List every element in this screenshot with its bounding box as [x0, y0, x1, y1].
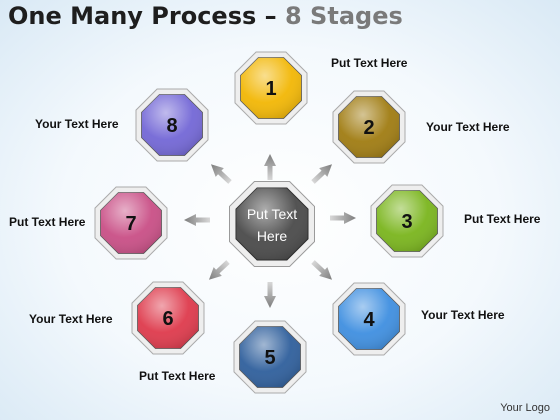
stage-6-shine — [137, 287, 199, 349]
stage-8-number: 8 — [166, 115, 177, 137]
stage-1: 1 — [234, 51, 308, 125]
center-octagon-shine — [236, 188, 308, 260]
stage-1-shine — [240, 57, 302, 119]
title-main: One Many Process – — [8, 2, 277, 30]
stage-2-number: 2 — [363, 117, 374, 139]
logo-text: Your Logo — [500, 402, 550, 414]
stage-3-shine — [376, 190, 438, 252]
stage-3-number: 3 — [401, 211, 412, 233]
arrow-to-stage-5 — [264, 282, 276, 308]
stage-4-shine — [338, 288, 400, 350]
stage-7: 7 — [94, 186, 168, 260]
stage-5-shine — [239, 326, 301, 388]
arrow-to-stage-4 — [311, 260, 333, 280]
title-sub: 8 Stages — [285, 2, 403, 30]
stage-8: 8 — [135, 88, 209, 162]
stage-2-shine — [338, 96, 400, 158]
stage-7-number: 7 — [125, 213, 136, 235]
stage-8-shine — [141, 94, 203, 156]
stage-6: 6 — [131, 281, 205, 355]
stage-4-label: Your Text Here — [421, 308, 505, 322]
stage-6-label: Your Text Here — [29, 312, 113, 326]
stage-8-label: Your Text Here — [35, 117, 119, 131]
arrow-to-stage-1 — [264, 154, 276, 180]
stage-6-number: 6 — [162, 308, 173, 330]
arrow-to-stage-8 — [210, 164, 232, 184]
stage-1-number: 1 — [265, 78, 276, 100]
stage-5-label: Put Text Here — [139, 369, 216, 383]
stage-3: 3 — [370, 184, 444, 258]
stage-5: 5 — [233, 320, 307, 394]
page-title: One Many Process – 8 Stages — [8, 2, 403, 30]
stage-2-label: Your Text Here — [426, 120, 510, 134]
stage-5-number: 5 — [264, 347, 275, 369]
arrow-to-stage-6 — [208, 260, 230, 280]
arrow-layer — [184, 154, 356, 308]
center-text-line-1: Put Text — [247, 206, 297, 222]
arrow-to-stage-2 — [311, 164, 333, 184]
stage-4: 4 — [332, 282, 406, 356]
stage-2: 2 — [332, 90, 406, 164]
center-hub: Put Text Here — [229, 181, 315, 267]
arrow-to-stage-3 — [330, 212, 356, 224]
arrow-to-stage-7 — [184, 214, 210, 226]
stage-7-shine — [100, 192, 162, 254]
stage-4-number: 4 — [363, 309, 375, 331]
stage-3-label: Put Text Here — [464, 212, 541, 226]
stage-1-label: Put Text Here — [331, 56, 408, 70]
center-text-line-2: Here — [257, 228, 288, 244]
stage-7-label: Put Text Here — [9, 215, 86, 229]
